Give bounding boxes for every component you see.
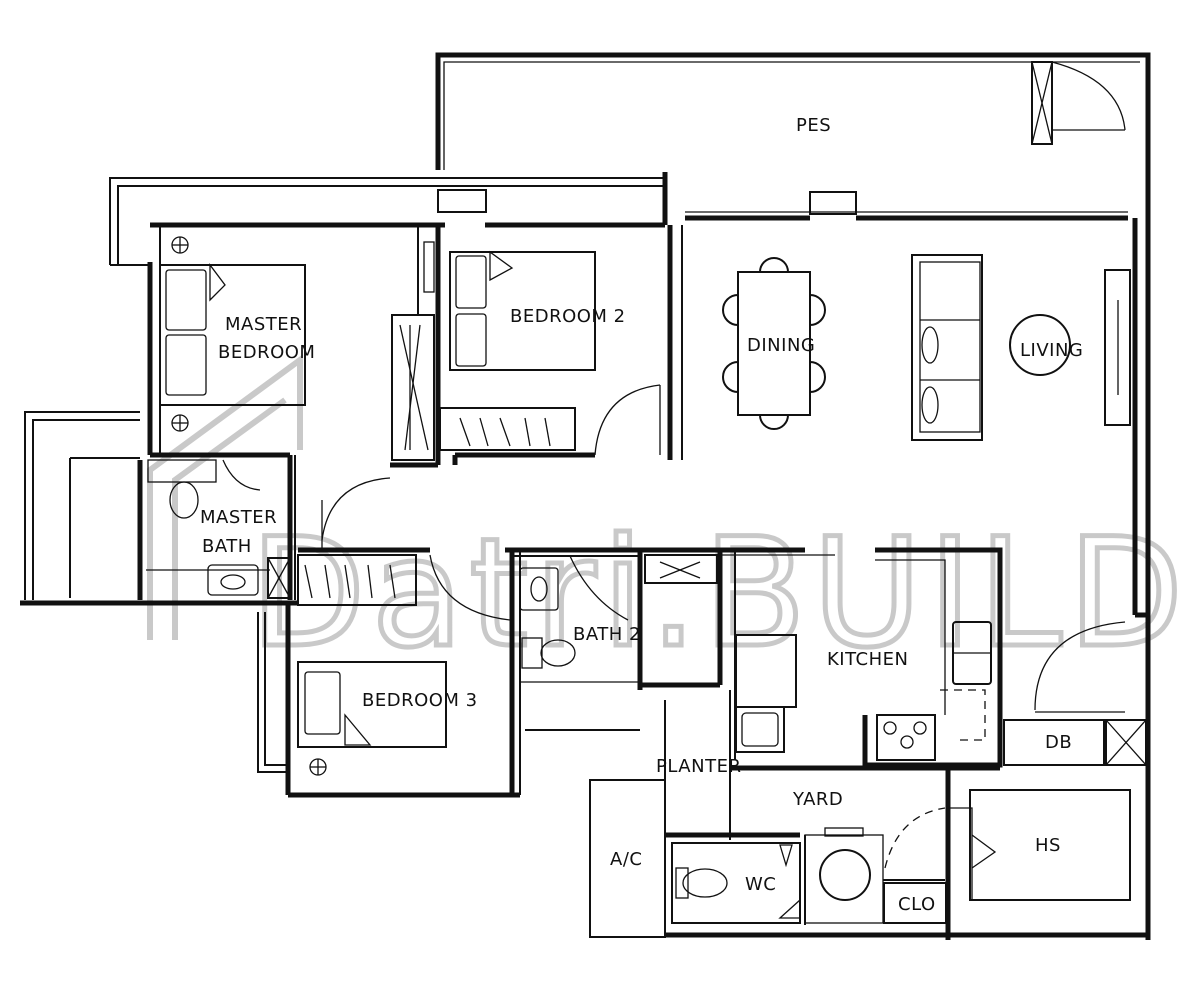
label-pes: PES [796,115,831,136]
watermark-text: Datri.BUILD [250,507,1182,681]
label-yard: YARD [792,789,843,810]
exterior-walls [147,172,1151,940]
ac-ledge [589,779,666,938]
master-bath [137,455,296,600]
upper-ledge [109,177,665,266]
label-bath-2: BATH 2 [573,624,641,645]
pes-area [435,52,1151,225]
label-hs: HS [1035,835,1061,856]
master-bedroom [150,236,306,458]
hs-shelter [948,789,1131,901]
wc [671,842,801,924]
label-master-bedroom-2: BEDROOM [218,342,315,363]
left-balcony [20,411,298,606]
dining-set [722,257,826,430]
label-wc: WC [745,874,776,895]
master-wardrobe [390,225,441,468]
bedroom-2 [439,225,683,465]
label-kitchen: KITCHEN [827,649,909,670]
label-planter: PLANTER [656,756,741,777]
bath-2 [505,547,643,731]
label-ac: A/C [610,849,642,870]
bedroom-3-wardrobe [297,477,511,621]
entrance-door [1034,621,1126,713]
kitchen [640,547,1003,768]
label-db: DB [1045,732,1072,753]
db-cabinet [1003,719,1147,766]
label-master-bath-1: MASTER [200,507,277,528]
clo-closet [883,882,947,924]
label-living: LIVING [1020,340,1083,361]
label-master-bath-2: BATH [202,536,252,557]
label-bedroom-3: BEDROOM 3 [362,690,478,711]
label-clo: CLO [898,894,936,915]
living-sofa [911,254,1131,441]
label-bedroom-2: BEDROOM 2 [510,306,626,327]
label-dining: DINING [747,335,815,356]
window-bedroom-2 [437,189,487,213]
window-dining [809,191,857,215]
label-master-bedroom-1: MASTER [225,314,302,335]
